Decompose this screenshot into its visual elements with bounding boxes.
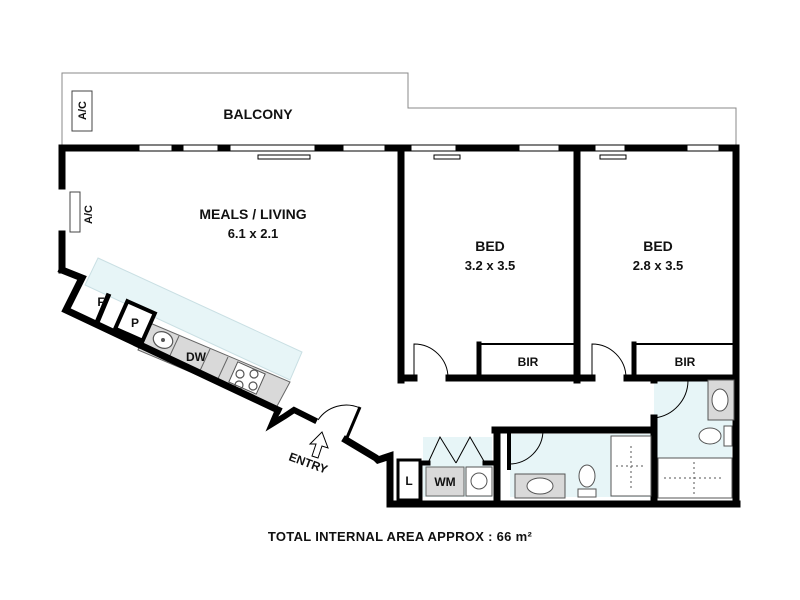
washing-machine <box>425 466 465 497</box>
cooktop-icon <box>228 361 266 395</box>
laundry-tub-icon <box>465 466 493 497</box>
bed1-label: BED <box>475 238 505 254</box>
windows <box>135 144 723 160</box>
total-area-caption: TOTAL INTERNAL AREA APPROX : 66 m² <box>267 529 533 544</box>
linen-label: L <box>405 474 412 488</box>
bathroom-fixtures <box>514 435 652 499</box>
bir1-label: BIR <box>518 355 539 369</box>
ac-label-balcony: A/C <box>77 101 89 120</box>
ac-label-living: A/C <box>83 205 95 224</box>
meals-living-label: MEALS / LIVING <box>199 206 306 222</box>
linen-cupboard <box>396 458 422 502</box>
kitchen-sink-icon <box>152 331 174 349</box>
bed2-label: BED <box>643 238 673 254</box>
bir2-label: BIR <box>675 355 696 369</box>
ac-unit-balcony: A/C <box>71 90 93 132</box>
ac-unit-living: A/C <box>69 191 95 233</box>
balcony-label: BALCONY <box>223 106 293 122</box>
fridge-label: F <box>97 295 104 309</box>
ensuite-fixtures <box>657 379 735 499</box>
entry-arrow-icon <box>308 431 329 459</box>
pantry-label: P <box>131 316 139 330</box>
washing-machine-label: WM <box>434 475 455 489</box>
meals-living-dimensions: 6.1 x 2.1 <box>228 226 279 241</box>
bed1-dimensions: 3.2 x 3.5 <box>465 258 516 273</box>
pantry-cupboard <box>112 298 158 344</box>
entry-label: ENTRY <box>287 450 330 477</box>
bed2-dimensions: 2.8 x 3.5 <box>633 258 684 273</box>
dishwasher-label: DW <box>186 350 207 364</box>
balcony-outline <box>61 72 737 148</box>
doors <box>317 343 689 465</box>
